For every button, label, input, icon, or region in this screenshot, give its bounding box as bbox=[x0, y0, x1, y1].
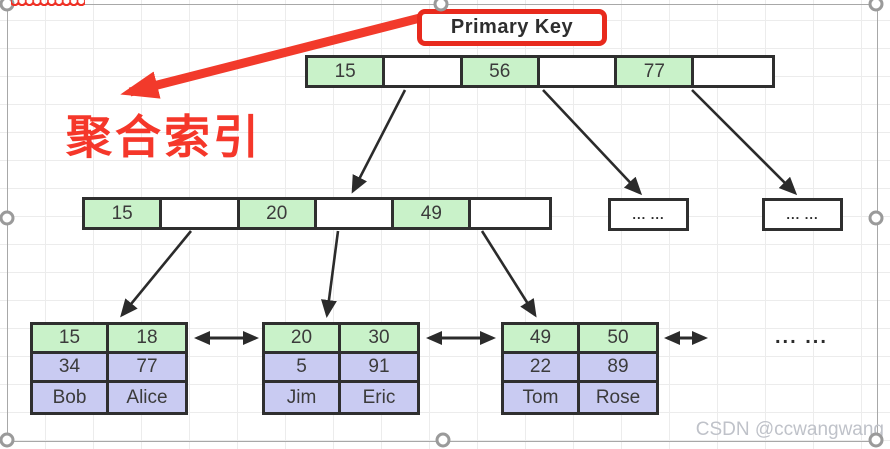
selection-handle-bottom-right[interactable] bbox=[868, 432, 884, 448]
ellipsis-node[interactable]: ... ... bbox=[608, 198, 689, 231]
leaf-data-cell: Tom bbox=[504, 383, 580, 412]
leaf-key-cell: 49 bbox=[504, 325, 580, 354]
leaf-data-cell: Rose bbox=[580, 383, 656, 412]
selection-handle-top-center[interactable] bbox=[433, 0, 449, 12]
selection-handle-bottom-center[interactable] bbox=[435, 432, 451, 448]
internal-key-cell: 49 bbox=[394, 200, 472, 227]
leaf-key-cell: 18 bbox=[109, 325, 185, 354]
leaf-data-cell: 89 bbox=[580, 354, 656, 383]
root-pointer-cell bbox=[694, 58, 772, 85]
root-key-cell: 15 bbox=[308, 58, 386, 85]
root-pointer-cell bbox=[539, 58, 618, 85]
internal-key-cell: 15 bbox=[85, 200, 163, 227]
internal-index-node[interactable]: 15 20 49 bbox=[82, 197, 552, 230]
root-key-cell: 56 bbox=[462, 58, 540, 85]
leaf-ellipsis: ... ... bbox=[775, 326, 828, 348]
leaf-key-cell: 30 bbox=[341, 325, 417, 354]
red-scribble-marks bbox=[11, 0, 85, 6]
leaf-node-3[interactable]: 49 50 22 89 Tom Rose bbox=[501, 322, 659, 415]
watermark: CSDN @ccwangwang bbox=[695, 419, 884, 440]
internal-key-cell: 20 bbox=[239, 200, 317, 227]
internal-pointer-cell bbox=[162, 200, 240, 227]
leaf-data-cell: 34 bbox=[33, 354, 109, 383]
clustered-index-annotation: 聚合索引 bbox=[66, 111, 262, 163]
root-pointer-cell bbox=[385, 58, 463, 85]
selection-handle-bottom-left[interactable] bbox=[0, 432, 15, 448]
internal-pointer-cell bbox=[316, 200, 395, 227]
leaf-node-1[interactable]: 15 18 34 77 Bob Alice bbox=[30, 322, 188, 415]
leaf-data-cell: 22 bbox=[504, 354, 580, 383]
leaf-data-cell: Alice bbox=[109, 383, 185, 412]
ellipsis-node[interactable]: ... ... bbox=[762, 198, 843, 231]
selection-handle-middle-left[interactable] bbox=[0, 210, 15, 226]
root-index-node[interactable]: 15 56 77 bbox=[305, 55, 775, 88]
leaf-key-cell: 50 bbox=[580, 325, 656, 354]
leaf-data-cell: Jim bbox=[265, 383, 341, 412]
primary-key-label: Primary Key bbox=[450, 16, 574, 38]
primary-key-callout[interactable]: Primary Key bbox=[417, 9, 607, 46]
selection-handle-top-right[interactable] bbox=[868, 0, 884, 12]
root-key-cell: 77 bbox=[617, 58, 695, 85]
internal-pointer-cell bbox=[471, 200, 549, 227]
leaf-key-cell: 15 bbox=[33, 325, 109, 354]
leaf-data-cell: 91 bbox=[341, 354, 417, 383]
leaf-node-2[interactable]: 20 30 5 91 Jim Eric bbox=[262, 322, 420, 415]
red-callout-arrow bbox=[120, 13, 422, 99]
leaf-data-cell: 77 bbox=[109, 354, 185, 383]
leaf-key-cell: 20 bbox=[265, 325, 341, 354]
leaf-data-cell: 5 bbox=[265, 354, 341, 383]
selection-handle-middle-right[interactable] bbox=[868, 210, 884, 226]
leaf-data-cell: Eric bbox=[341, 383, 417, 412]
leaf-data-cell: Bob bbox=[33, 383, 109, 412]
